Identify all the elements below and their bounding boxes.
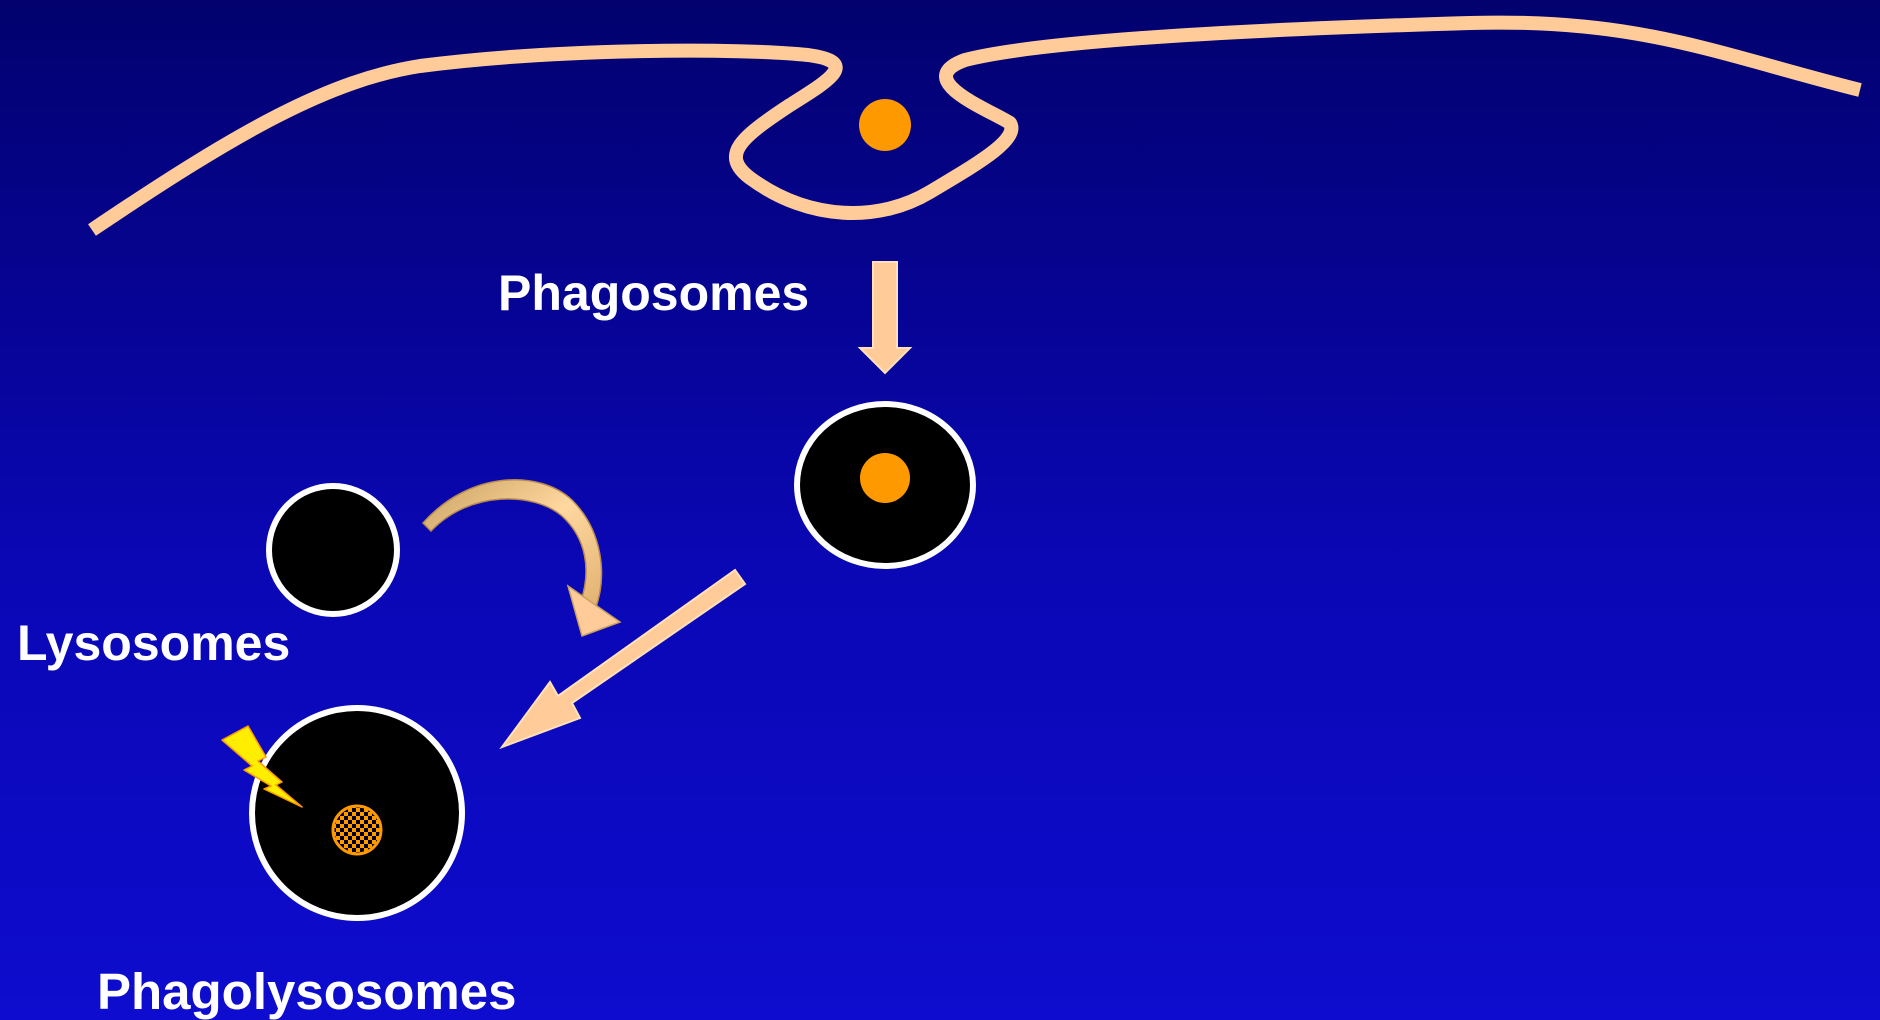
digested-particle [333,806,381,854]
cell-membrane [92,23,1860,230]
lysosome [269,486,397,614]
label-phagosomes: Phagosomes [498,268,809,318]
particle-engulfing [859,99,911,151]
arrow-diagonal [502,570,745,747]
arrow-down [860,262,910,373]
label-phagolysosomes: Phagolysosomes [97,966,516,1017]
particle-in-phagosome [860,453,910,503]
label-lysosomes: Lysosomes [17,618,290,668]
